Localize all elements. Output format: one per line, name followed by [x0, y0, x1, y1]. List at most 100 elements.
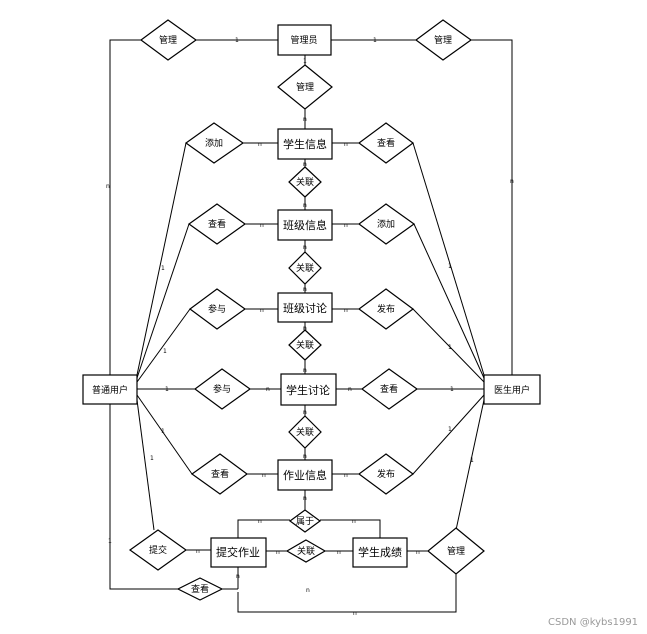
- diamond-view-right-1: 查看: [357, 122, 415, 164]
- card-label: 1: [373, 37, 377, 44]
- svg-text:关联: 关联: [296, 262, 314, 274]
- svg-text:查看: 查看: [211, 468, 229, 480]
- svg-text:查看: 查看: [380, 383, 398, 395]
- diamond-add-right-2: 添加: [357, 203, 416, 245]
- svg-text:学生成绩: 学生成绩: [358, 545, 402, 559]
- diamond-link-4: 关联: [288, 415, 322, 449]
- card-label: n: [260, 222, 264, 229]
- svg-text:提交: 提交: [149, 544, 167, 556]
- diamond-view-right-4: 查看: [360, 368, 419, 410]
- card-label: 1: [448, 263, 452, 270]
- card-label: n: [303, 409, 307, 416]
- card-label: n: [352, 518, 356, 525]
- svg-text:普通用户: 普通用户: [92, 384, 128, 396]
- diamond-publish-right-3: 发布: [357, 288, 415, 330]
- svg-text:学生讨论: 学生讨论: [286, 383, 330, 397]
- diamond-view-left-5: 查看: [190, 453, 249, 495]
- card-label: 1: [450, 386, 454, 393]
- svg-text:作业信息: 作业信息: [283, 468, 327, 482]
- card-label: 1: [150, 455, 154, 462]
- card-label: 1: [161, 428, 165, 435]
- diamond-link-2: 关联: [288, 251, 322, 285]
- entity-student-discussion: 学生讨论: [280, 373, 337, 406]
- entity-admin: 管理员: [277, 24, 332, 56]
- card-label: 1: [448, 426, 452, 433]
- entity-submit-homework: 提交作业: [210, 537, 267, 568]
- card-label: n: [344, 307, 348, 314]
- svg-text:班级讨论: 班级讨论: [283, 301, 327, 315]
- card-label: n: [303, 244, 307, 251]
- card-label: n: [303, 202, 307, 209]
- card-label: n: [344, 472, 348, 479]
- svg-text:属于: 属于: [296, 516, 314, 527]
- svg-text:学生信息: 学生信息: [283, 137, 327, 151]
- svg-text:参与: 参与: [208, 303, 226, 315]
- card-label: 1: [470, 457, 474, 464]
- diamond-link-1: 关联: [288, 166, 322, 198]
- card-label: n: [260, 307, 264, 314]
- card-label: n: [276, 549, 280, 556]
- card-label: n: [303, 161, 307, 168]
- card-label: n: [344, 141, 348, 148]
- svg-text:管理: 管理: [159, 34, 177, 46]
- diamond-publish-right-5: 发布: [357, 453, 415, 495]
- card-label: n: [306, 587, 310, 594]
- card-label: n: [303, 495, 307, 502]
- relationship-diamonds: 管理 管理 管理 添加 查看 关联 查看 添加: [128, 19, 485, 601]
- card-label: n: [303, 116, 307, 123]
- svg-text:关联: 关联: [296, 339, 314, 351]
- svg-text:管理: 管理: [447, 545, 465, 557]
- card-label: 1: [235, 37, 239, 44]
- card-label: 1: [165, 386, 169, 393]
- svg-text:管理: 管理: [296, 81, 314, 93]
- cardinality-labels: 1 1 n n 1 n n n n n 1 n n 1 n n 1 n n 1 …: [106, 37, 514, 617]
- entity-boxes: 管理员 学生信息 班级信息 班级讨论 学生讨论 作业信息 提交作业 学生成绩: [82, 24, 541, 568]
- svg-text:添加: 添加: [377, 219, 395, 230]
- card-label: n: [258, 141, 262, 148]
- diamond-view-bottom: 查看: [176, 577, 224, 601]
- card-label: 1: [163, 348, 167, 355]
- svg-text:管理: 管理: [434, 34, 452, 46]
- svg-text:发布: 发布: [377, 303, 395, 315]
- svg-text:关联: 关联: [296, 426, 314, 438]
- svg-text:查看: 查看: [377, 137, 395, 149]
- svg-text:管理员: 管理员: [290, 34, 317, 46]
- diamond-link-6: 关联: [285, 539, 327, 563]
- card-label: 1: [303, 58, 307, 65]
- svg-text:关联: 关联: [297, 545, 315, 557]
- diamond-manage-center: 管理: [277, 64, 333, 110]
- svg-text:提交作业: 提交作业: [216, 545, 260, 559]
- card-label: n: [303, 453, 307, 460]
- svg-text:添加: 添加: [205, 138, 223, 149]
- entity-normal-user: 普通用户: [82, 374, 138, 405]
- card-label: n: [416, 549, 420, 556]
- diamond-participate-left-3: 参与: [188, 288, 247, 330]
- connection-lines: [109, 39, 513, 613]
- svg-text:查看: 查看: [208, 218, 226, 230]
- svg-text:班级信息: 班级信息: [283, 218, 327, 232]
- card-label: n: [266, 386, 270, 393]
- diamond-manage-right: 管理: [414, 19, 473, 61]
- card-label: n: [303, 367, 307, 374]
- card-label: n: [337, 549, 341, 556]
- card-label: n: [262, 472, 266, 479]
- diamond-participate-left-4: 参与: [193, 368, 252, 410]
- diamond-add-left: 添加: [184, 122, 245, 164]
- entity-class-discussion: 班级讨论: [277, 292, 333, 323]
- card-label: n: [303, 286, 307, 293]
- svg-text:查看: 查看: [191, 583, 209, 595]
- card-label: n: [258, 518, 262, 525]
- entity-doctor-user: 医生用户: [483, 374, 541, 405]
- card-label: 1: [448, 344, 452, 351]
- card-label: n: [303, 325, 307, 332]
- card-label: n: [344, 222, 348, 229]
- entity-class-info: 班级信息: [277, 209, 333, 241]
- card-label: n: [348, 386, 352, 393]
- diamond-manage-bottom: 管理: [427, 527, 485, 575]
- entity-student-grades: 学生成绩: [352, 537, 408, 568]
- card-label: n: [196, 548, 200, 555]
- svg-text:医生用户: 医生用户: [494, 384, 530, 396]
- diamond-view-left-2: 查看: [187, 203, 247, 245]
- watermark: CSDN @kybs1991: [548, 617, 638, 628]
